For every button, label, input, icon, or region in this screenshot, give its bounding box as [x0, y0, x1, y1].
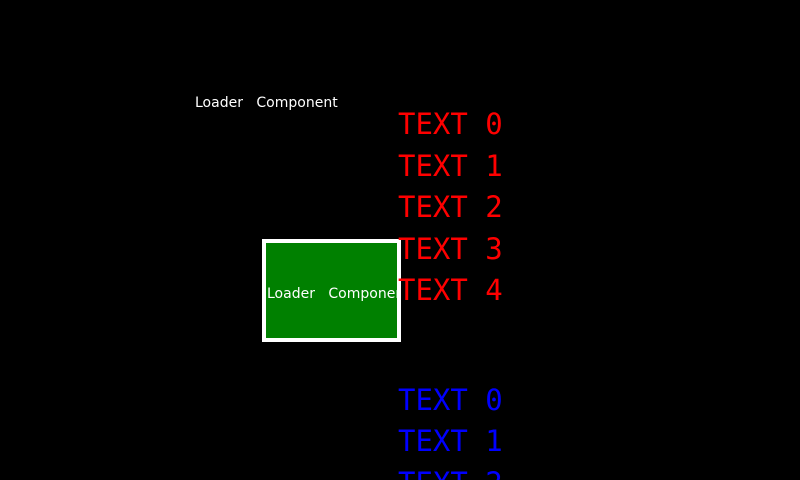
red-text-list: TEXT 0 TEXT 1 TEXT 2 TEXT 3 TEXT 4 [398, 104, 503, 312]
text-item: TEXT 2 [398, 463, 503, 480]
text-item: TEXT 2 [398, 190, 503, 224]
text-item: TEXT 0 [398, 107, 503, 141]
text-item: TEXT 1 [398, 148, 503, 183]
text-item: TEXT 4 [398, 273, 503, 307]
loader-component-box-label: Loader Component [267, 286, 401, 302]
text-item: TEXT 3 [398, 231, 503, 266]
loader-component-label: Loader Component [195, 95, 338, 111]
loader-component-box: Loader Component [262, 239, 401, 342]
text-item: TEXT 0 [398, 382, 503, 417]
text-item: TEXT 1 [398, 424, 503, 458]
